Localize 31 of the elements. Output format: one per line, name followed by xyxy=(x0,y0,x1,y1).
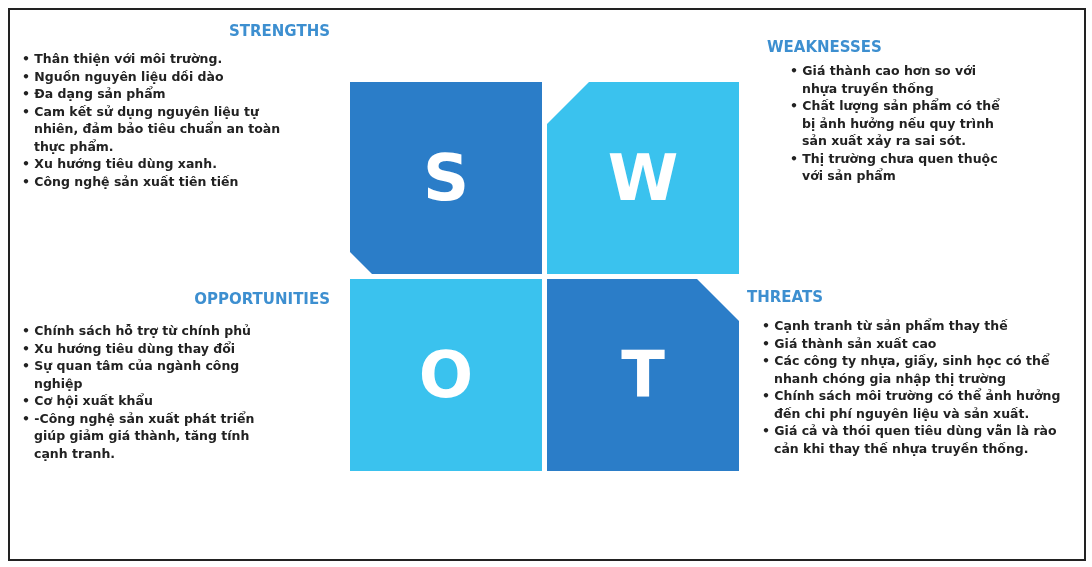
bullet-point: • Các công ty nhựa, giấy, sinh học có thể nhanh chóng gia nhập thị trường xyxy=(762,352,1051,387)
bullet-point: • Thị trường chưa quen thuộc với sản phẩm xyxy=(790,149,999,185)
bullet-point: • Xu hướng tiêu dùng xanh. xyxy=(22,155,218,173)
bullet-point: • Chính sách hỗ trợ từ chính phủ xyxy=(22,322,253,340)
bullet-point: • Cam kết sử dụng nguyên liệu tự nhiên, đảm bảo tiêu chuẩn an toàn thực phẩm. xyxy=(22,102,282,155)
section-heading: OPPORTUNITIES xyxy=(193,290,330,308)
section-heading: WEAKNESSES xyxy=(767,38,882,56)
bullet-point: • Công nghệ sản xuất tiên tiến xyxy=(22,172,240,190)
swot-tile xyxy=(350,279,542,471)
quadrant-letter: S xyxy=(422,146,470,210)
bullet-point: • Giá cả và thói quen tiêu dùng vẫn là rào cản khi thay thế nhựa truyền thống. xyxy=(762,422,1058,457)
bullet-point: • Thân thiện với môi trường. xyxy=(22,50,224,68)
quadrant-letter: T xyxy=(621,343,665,407)
bullet-point: • Xu hướng tiêu dùng thay đổi xyxy=(22,339,237,357)
section-heading: THREATS xyxy=(747,288,824,306)
swot-tile xyxy=(547,279,739,471)
bullet-point: • Giá thành cao hơn so với nhựa truyền thống xyxy=(790,62,978,97)
bullet-point: • -Công nghệ sản xuất phát triển giúp giảm giá thành, tăng tính cạnh tranh. xyxy=(22,409,256,462)
swot-tile xyxy=(350,82,542,274)
bullet-point: • Chất lượng sản phẩm có thể bị ảnh hưởng nếu quy trình sản xuất xảy ra sai sót. xyxy=(790,97,1001,150)
bullet-point: • Sự quan tâm của ngành công nghiệp xyxy=(22,357,241,392)
bullet-point: • Giá thành sản xuất cao xyxy=(762,334,938,352)
bullet-point: • Nguồn nguyên liệu dồi dào xyxy=(22,67,225,85)
bullet-point: • Cạnh tranh từ sản phẩm thay thế xyxy=(762,317,1009,335)
bullet-point: • Chính sách môi trường có thể ảnh hưởng đến chi phí nguyên liệu và sản xuất. xyxy=(762,387,1062,422)
quadrant-letter: W xyxy=(607,146,679,210)
section-heading: STRENGTHS xyxy=(227,22,330,40)
swot-tile xyxy=(547,82,739,274)
bullet-point: • Cơ hội xuất khẩu xyxy=(22,392,154,410)
bullet-point: • Đa dạng sản phẩm xyxy=(22,85,167,103)
quadrant-letter: O xyxy=(418,343,474,407)
